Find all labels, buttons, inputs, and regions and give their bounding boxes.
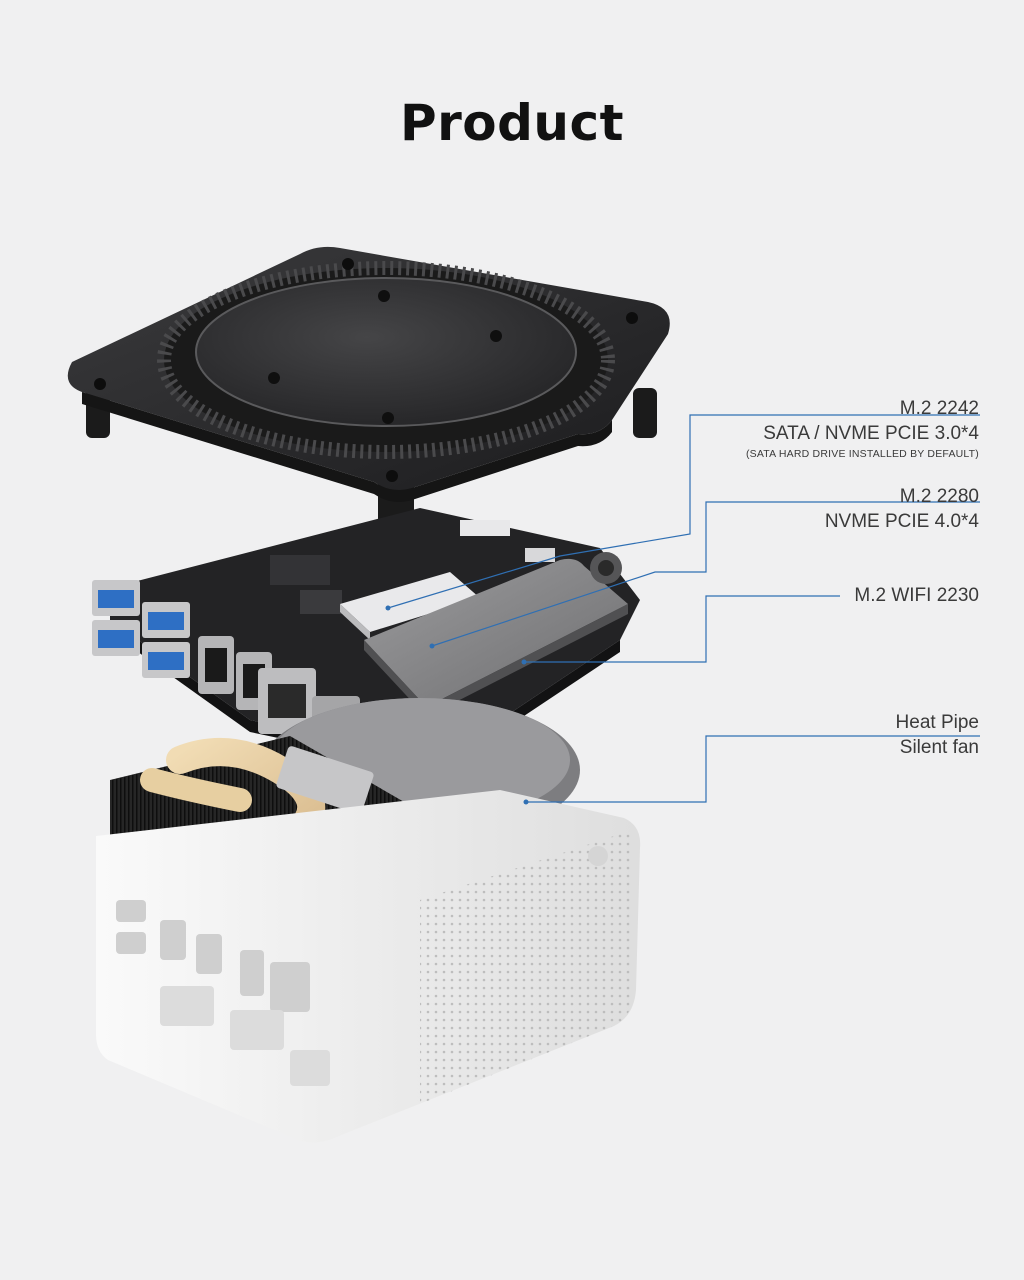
page-title: Product [399, 94, 625, 152]
callout-m2-2242-spec: SATA / NVME PCIE 3.0*4 [763, 423, 979, 444]
callout-m2-2242: M.2 2242 SATA / NVME PCIE 3.0*4 (SATA HA… [746, 396, 979, 462]
callout-dots [385, 605, 529, 805]
top-cover [67, 246, 670, 555]
callout-m2-2242-note: (SATA HARD DRIVE INSTALLED BY DEFAULT) [745, 448, 979, 460]
callout-heat-pipe-title: Heat Pipe [895, 712, 979, 733]
usb-ports [92, 580, 190, 678]
callout-silent-fan-title: Silent fan [899, 737, 979, 758]
callout-heat-pipe: Heat Pipe Silent fan [896, 710, 979, 760]
callout-m2-2280-spec: NVME PCIE 4.0*4 [824, 511, 979, 532]
callout-m2-2242-title: M.2 2242 [899, 398, 979, 419]
callout-lines [387, 414, 980, 803]
callout-m2-wifi-title: M.2 WIFI 2230 [854, 585, 979, 606]
callout-m2-wifi: M.2 WIFI 2230 [854, 583, 979, 608]
callout-m2-2280: M.2 2280 NVME PCIE 4.0*4 [825, 484, 979, 534]
bottom-case [96, 790, 641, 1143]
callout-m2-2280-title: M.2 2280 [899, 486, 979, 507]
